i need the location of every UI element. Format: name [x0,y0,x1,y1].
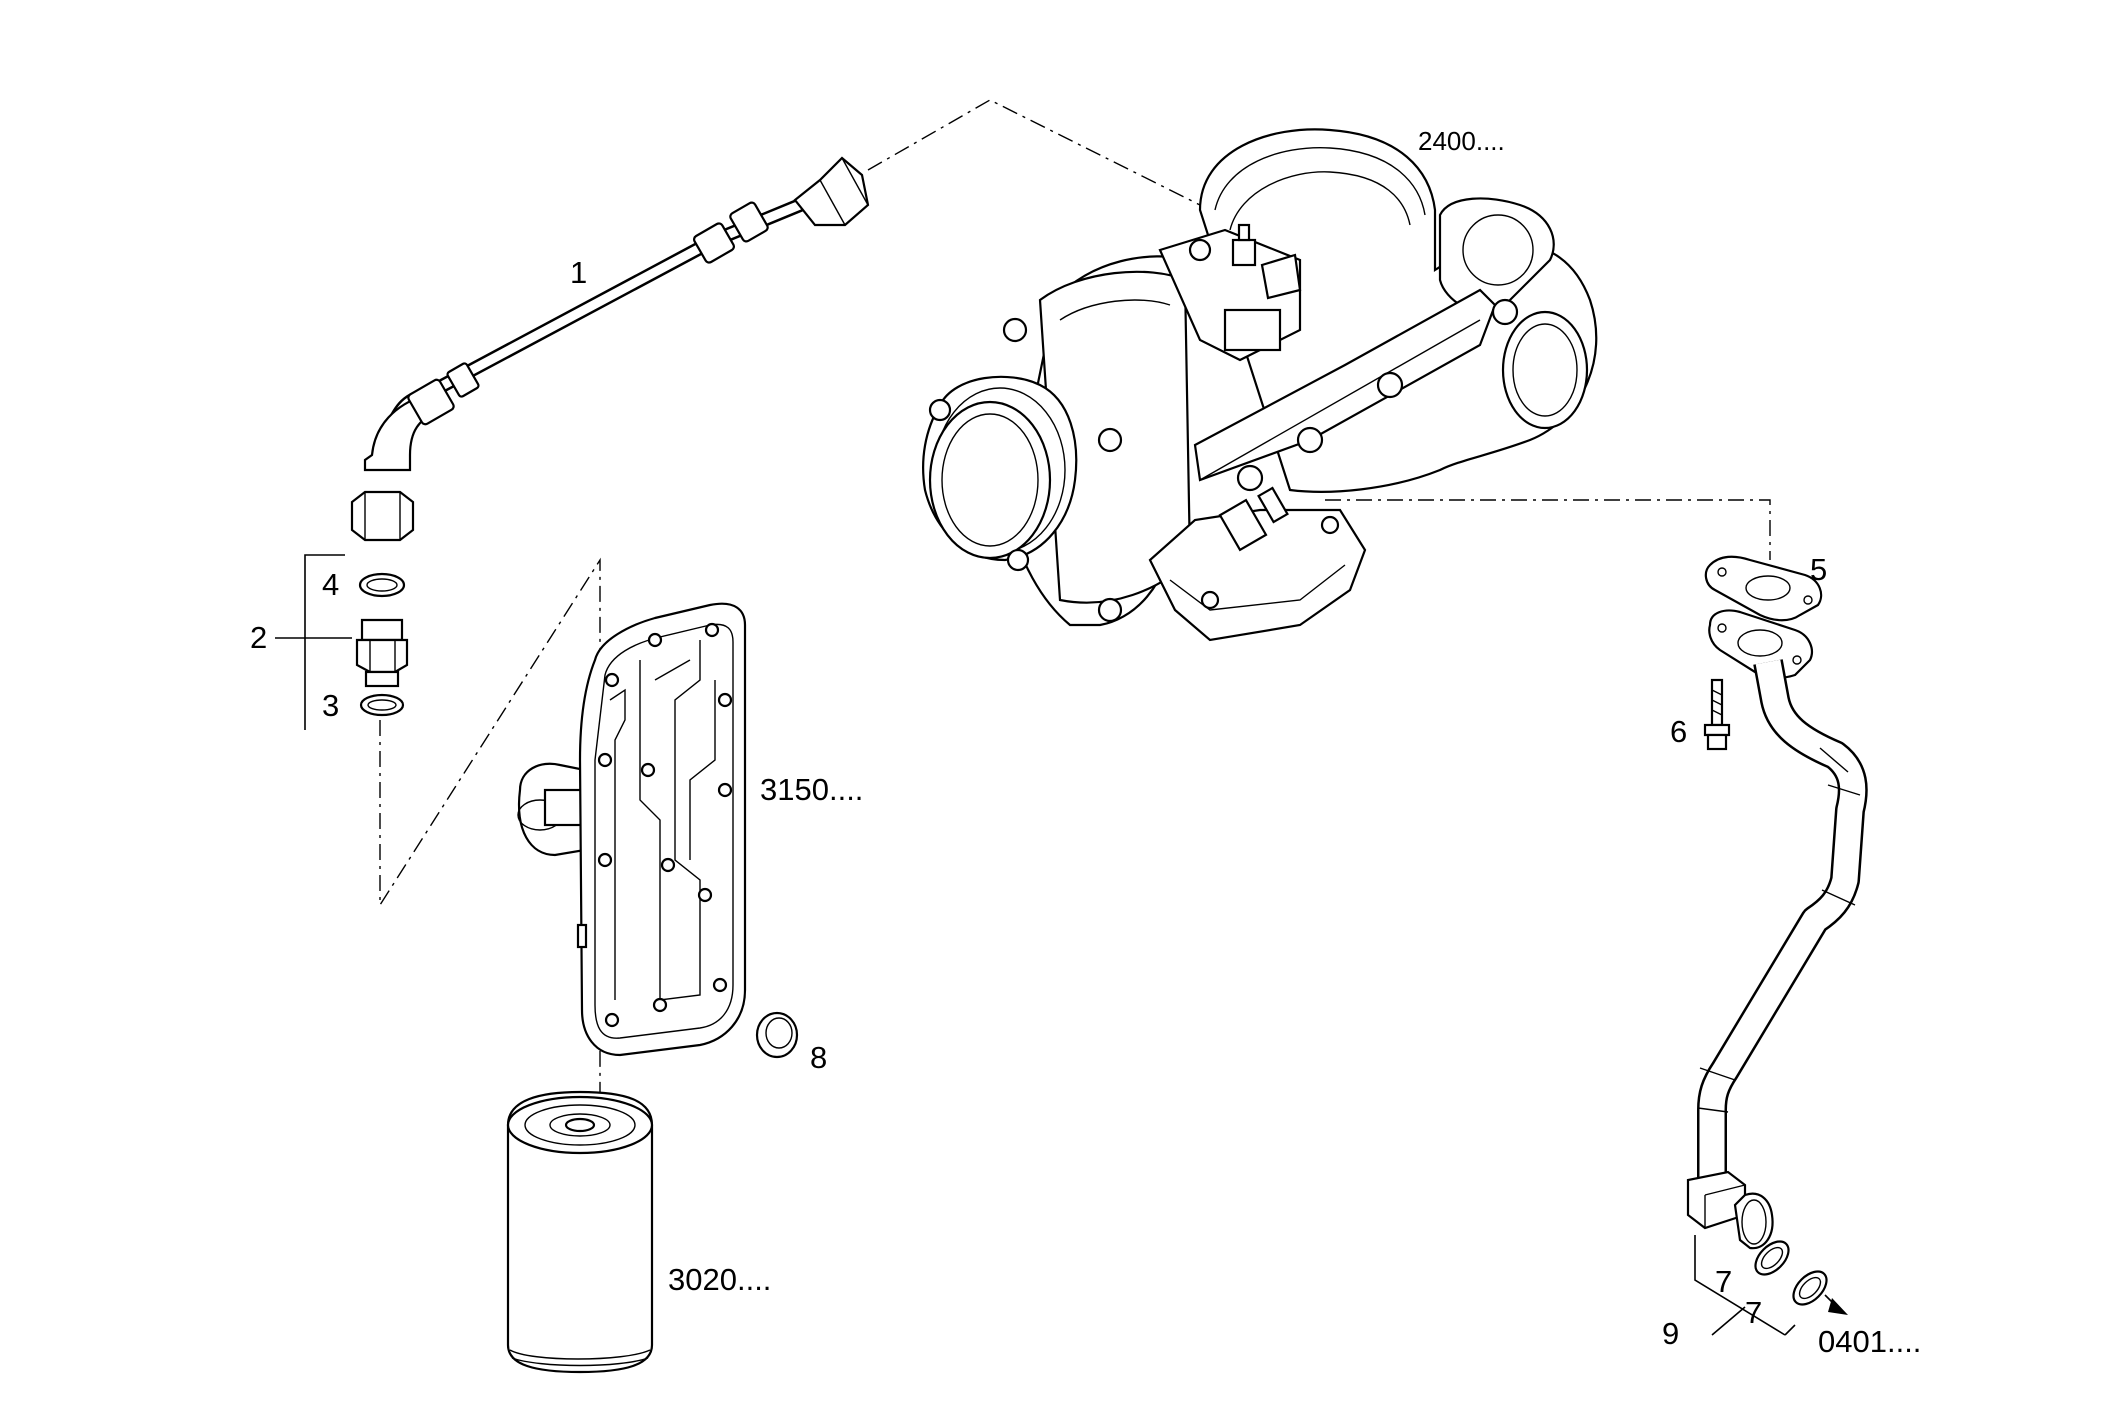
gasket-5 [1704,555,1823,622]
oil-filter [506,1090,654,1374]
callout-3: 3 [322,688,339,723]
seal-ring-8 [755,1011,799,1059]
callout-7b: 7 [1745,1295,1762,1330]
oil-drain-pipe [1686,609,1868,1250]
ref-turbocharger: 2400.... [1418,126,1505,156]
ref-connection: 0401.... [1818,1324,1921,1359]
turbocharger [922,128,1598,642]
bolt-holes [597,622,733,1028]
callout-8: 8 [810,1040,827,1075]
callout-2: 2 [250,620,267,655]
callout-7a: 7 [1715,1264,1732,1299]
ref-filter-head: 3150.... [760,772,863,807]
callout-4: 4 [322,567,339,602]
bolt-6 [1703,678,1731,751]
callout-5: 5 [1810,552,1827,587]
callout-9: 9 [1662,1316,1679,1351]
ref-oil-filter: 3020.... [668,1262,771,1297]
bracket-9 [1694,1235,1796,1336]
callout-6: 6 [1670,714,1687,749]
oil-feed-pipe [350,156,870,542]
filter-head [517,602,747,1057]
callout-1: 1 [570,255,587,290]
callout-labels: 1 2 3 4 5 6 7 7 8 9 2400.... 3150.... 30… [250,126,1921,1359]
seals-7 [1754,1240,1828,1306]
arrow-icon [1824,1294,1848,1315]
fitting-assembly [275,554,409,730]
